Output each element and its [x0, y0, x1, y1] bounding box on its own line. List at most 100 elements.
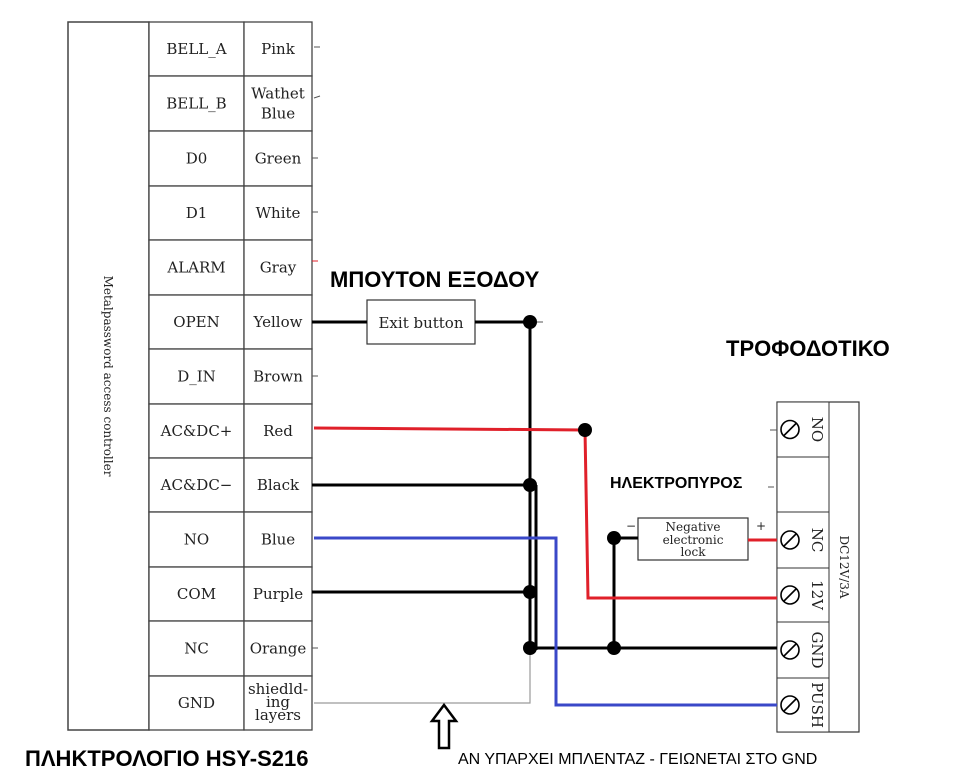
lock-label-line-3: lock: [680, 545, 706, 559]
signal-cell: [148, 130, 245, 187]
signal-label: AC&DC+: [160, 422, 233, 440]
wire-color-label: Yellow: [253, 313, 303, 331]
wire-color-label: shiedld-: [248, 680, 308, 698]
ps-terminal: NO: [776, 401, 830, 458]
ps-terminal-label: NC: [808, 528, 826, 553]
acdc-plus-wire: [313, 426, 586, 432]
power-supply-block: DC12V/3A NO NC 12V GND PUSH: [776, 401, 860, 733]
signal-cell: [148, 294, 245, 350]
shield-note: ΑΝ ΥΠΑΡΧΕΙ ΜΠΛΕΝΤΑΖ - ΓΕΙΩΝΕΤΑΙ ΣΤΟ GND: [458, 751, 817, 768]
terminal-row: BELL_A Pink: [148, 21, 313, 77]
screw-slot: [783, 588, 797, 602]
wire-color-cell: [243, 511, 313, 568]
wire-color-cell: [243, 675, 313, 731]
junction-dot: [523, 585, 537, 599]
no-to-push-wire: [314, 536, 777, 707]
wire-color-cell: [243, 239, 313, 296]
ps-terminal: GND: [776, 621, 830, 679]
wire-color-label: Orange: [250, 640, 307, 658]
exit-button: Exit button: [366, 299, 476, 345]
junction-dot: [523, 641, 537, 655]
power-supply-terminals: NO NC 12V GND PUSH: [776, 401, 830, 733]
signal-label: D1: [186, 204, 208, 222]
lock-label-line-1: Negative: [666, 520, 721, 534]
signal-cell: [148, 348, 245, 405]
signal-label: NC: [184, 640, 209, 658]
signal-cell: [148, 21, 245, 77]
wire-color-label: Blue: [261, 531, 295, 549]
lock-label-line-2: electronic: [663, 533, 724, 547]
signal-cell: [148, 457, 245, 513]
junction-dot: [607, 641, 621, 655]
signal-cell: [148, 511, 245, 568]
wire-color-cell: [243, 566, 313, 622]
ps-terminal: PUSH: [776, 677, 830, 733]
electronic-lock: Negative electronic lock − +: [626, 517, 766, 561]
controller-body: [67, 21, 150, 731]
red-to-12v-wire: [583, 429, 777, 600]
power-supply-heading: ΤΡΟΦΟΔΟΤΙΚΟ: [726, 336, 890, 361]
ps-terminal-label: 12V: [808, 580, 826, 611]
signal-cell: [148, 403, 245, 459]
terminal-row: D0 Green: [148, 130, 313, 187]
wire-color-cell: [243, 457, 313, 513]
wire-color-label: White: [256, 204, 301, 222]
junction-dot: [523, 315, 537, 329]
lock-plus-sign: +: [756, 519, 766, 533]
signal-label: D0: [186, 150, 208, 168]
terminal-row: AC&DC+ Red: [148, 403, 313, 459]
wire-color-label: ing: [266, 693, 290, 711]
ps-terminal: [776, 456, 830, 513]
exit-button-heading: ΜΠΟΥΤΟΝ ΕΞΟΔΟΥ: [330, 267, 540, 292]
wire-color-label: Green: [255, 150, 302, 168]
exit-button-label: Exit button: [378, 314, 463, 332]
wire-color-label: Black: [257, 476, 300, 494]
lock-minus-sign: −: [626, 519, 636, 533]
wire-color-label: Pink: [261, 40, 296, 58]
terminal-row: D1 White: [148, 185, 313, 241]
signal-label: BELL_A: [166, 40, 226, 58]
signal-cell: [148, 566, 245, 622]
exit-button-box: [366, 299, 476, 345]
keypad-label: ΠΛΗΚΤΡΟΛΟΓΙΟ HSY-S216: [25, 746, 308, 771]
junction-dot: [523, 478, 537, 492]
wires: [312, 46, 777, 707]
ps-terminal-label: GND: [808, 631, 826, 668]
wire-color-label: Red: [263, 422, 293, 440]
lock-heading: ΗΛΕΚΤΡΟΠΥΡΟΣ: [610, 475, 743, 492]
wire-color-label: Brown: [253, 368, 303, 386]
junctions: [523, 315, 621, 655]
power-supply-vertical-label: DC12V/3A: [837, 535, 851, 598]
wire-color-label: Blue: [261, 105, 295, 123]
signal-label: D_IN: [177, 368, 216, 386]
signal-label: ALARM: [166, 259, 225, 277]
terminal-row: D_IN Brown: [148, 348, 313, 405]
wire-color-cell: [243, 403, 313, 459]
screw-slot: [783, 533, 797, 547]
ps-terminal: 12V: [776, 567, 830, 623]
terminal-row: NC Orange: [148, 620, 313, 677]
terminal-row: OPEN Yellow: [148, 294, 313, 350]
signal-label: NO: [184, 531, 209, 549]
signal-label: COM: [177, 585, 216, 603]
signal-label: GND: [178, 694, 215, 712]
signal-label: OPEN: [173, 313, 219, 331]
junction-dot: [607, 531, 621, 545]
up-arrow-icon: [429, 702, 459, 750]
wire-color-label: layers: [255, 706, 301, 724]
signal-cell: [148, 185, 245, 241]
signal-label: AC&DC−: [160, 476, 233, 494]
screw-slot: [783, 422, 797, 437]
terminal-row: NO Blue: [148, 511, 313, 568]
ps-terminal-label: NO: [808, 417, 826, 442]
shield-wire: [314, 648, 531, 704]
terminal-row: AC&DC− Black: [148, 457, 313, 513]
ps-terminal-label: PUSH: [808, 682, 826, 728]
